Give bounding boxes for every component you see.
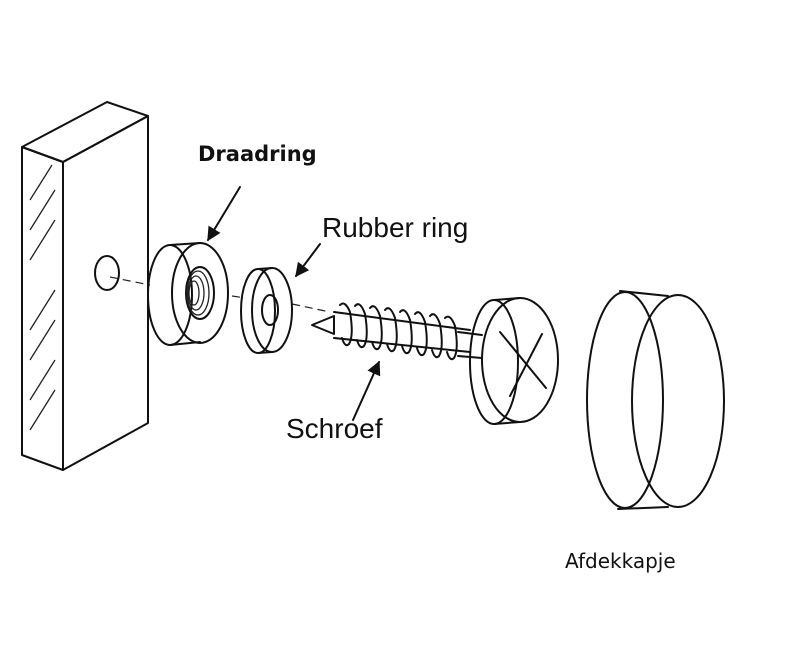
screw (311, 297, 559, 425)
label-rubber-ring: Rubber ring (322, 212, 469, 243)
threaded-ring (147, 242, 229, 346)
assembly-axis (109, 276, 331, 313)
rubber-ring (240, 267, 293, 354)
label-schroef: Schroef (286, 413, 383, 444)
panel-hole (94, 255, 120, 291)
cover-cap (586, 290, 725, 510)
draadring-arrow (207, 186, 241, 242)
glass-panel (21, 101, 149, 471)
label-afdekkapje: Afdekkapje (565, 549, 676, 573)
schroef-arrow (352, 360, 381, 421)
label-draadring: Draadring (198, 142, 317, 166)
rubber-ring-arrow (295, 243, 321, 278)
